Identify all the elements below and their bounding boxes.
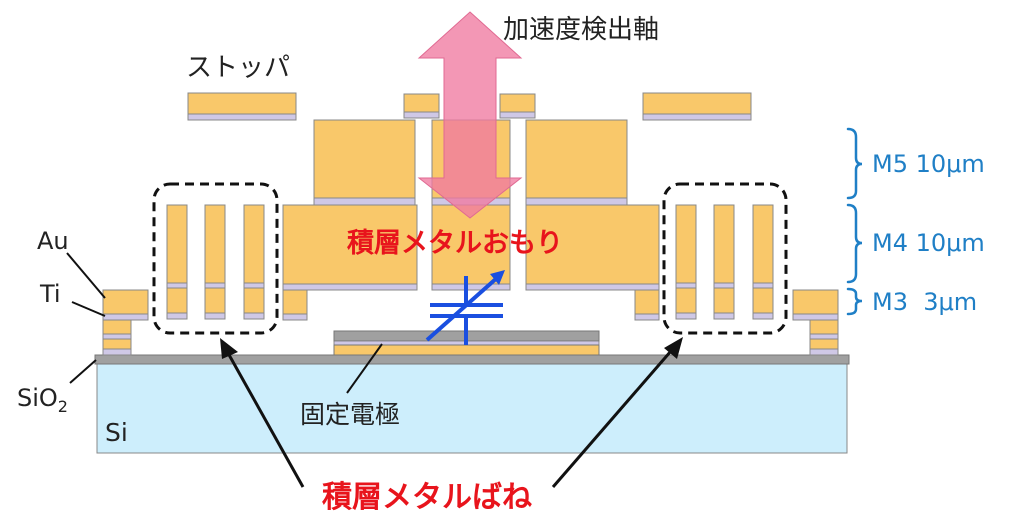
si-label: Si — [105, 418, 128, 447]
left-spring-highlight-box — [152, 182, 279, 335]
acceleration-axis-label: 加速度検出軸 — [503, 15, 659, 45]
m3-label: M3 3μm — [872, 288, 977, 316]
stopper-label: ストッパ — [186, 53, 290, 83]
sio2-layer — [94, 354, 850, 365]
leader-lines — [66, 252, 383, 394]
au-label: Au — [37, 227, 69, 255]
variable-capacitor-icon — [425, 270, 505, 345]
right-spring-highlight-box — [662, 182, 788, 335]
proof-mass-label: 積層メタルおもり — [347, 228, 563, 259]
fixed-electrode-label: 固定電極 — [300, 400, 400, 429]
left-springs — [166, 204, 265, 320]
m4-label: M4 10μm — [872, 229, 985, 257]
left-anchor — [102, 289, 149, 356]
spring-label: 積層メタルばね — [322, 480, 532, 515]
double-arrow-icon — [417, 11, 523, 219]
right-anchor — [792, 289, 839, 356]
spring-pointer-arrows — [220, 337, 683, 488]
stoppers — [187, 92, 752, 121]
layer-brackets — [846, 127, 863, 316]
si-substrate — [96, 362, 848, 454]
sio2-label: SiO2 — [17, 384, 68, 416]
right-springs — [675, 204, 774, 320]
ti-label: Ti — [39, 280, 61, 308]
m5-label: M5 10μm — [872, 150, 985, 178]
proof-mass-m5 — [313, 119, 628, 206]
proof-mass-m3-feet — [282, 289, 660, 321]
proof-mass-m4 — [282, 204, 660, 291]
